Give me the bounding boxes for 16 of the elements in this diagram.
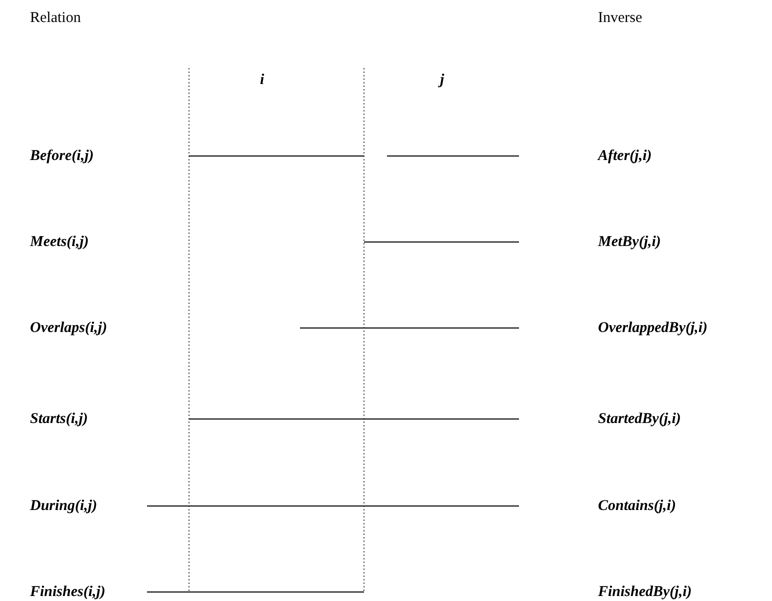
inverse-name: OverlappedBy(j,i) <box>598 319 708 337</box>
inverse-name: Contains(j,i) <box>598 497 676 515</box>
relation-name: Before(i,j) <box>30 147 94 165</box>
relation-name: Finishes(i,j) <box>30 583 106 601</box>
column-header: Inverse <box>598 9 642 27</box>
inverse-name: StartedBy(j,i) <box>598 410 681 428</box>
relation-name: Meets(i,j) <box>30 233 89 251</box>
relation-name: During(i,j) <box>30 497 98 515</box>
inverse-name: MetBy(j,i) <box>598 233 661 251</box>
interval-name: i <box>260 71 264 89</box>
inverse-name: After(j,i) <box>598 147 652 165</box>
interval-name: j <box>440 71 444 89</box>
relation-name: Starts(i,j) <box>30 410 88 428</box>
relation-name: Overlaps(i,j) <box>30 319 108 337</box>
inverse-name: FinishedBy(j,i) <box>598 583 692 601</box>
column-header: Relation <box>30 9 81 27</box>
